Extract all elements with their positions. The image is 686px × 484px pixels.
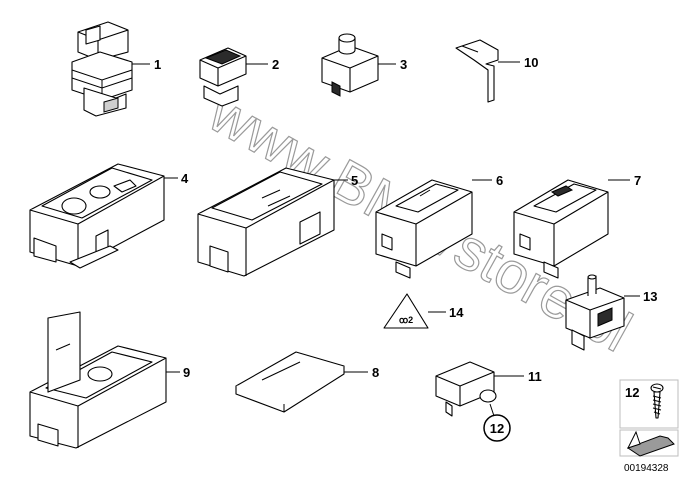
callout-12-circle [483, 414, 511, 442]
part-2-switch-illustration [199, 47, 247, 107]
part-9-switch-illustration [29, 311, 167, 449]
callout-3: 3 [400, 57, 407, 72]
arrow-icon [626, 430, 675, 457]
callout-1: 1 [154, 57, 161, 72]
diagram-code: 00194328 [624, 463, 669, 474]
screw-icon [650, 383, 664, 419]
part-7-switch-illustration [513, 179, 609, 279]
part-14-decal-illustration: ꝏ2 [383, 293, 429, 329]
callout-5: 5 [351, 173, 358, 188]
callout-10: 10 [524, 55, 538, 70]
callout-14: 14 [449, 305, 464, 320]
callout-13: 13 [643, 289, 657, 304]
part-3-push-button-illustration [321, 33, 379, 97]
decal-text: ꝏ2 [399, 315, 413, 325]
part-11-sensor-illustration [435, 361, 497, 417]
part-4-switch-block-illustration [29, 163, 165, 269]
part-13-push-switch-illustration [565, 274, 625, 351]
part-10-bracket-illustration [455, 39, 499, 103]
part-8-pad-illustration [235, 351, 345, 413]
part-5-switch-block-illustration [197, 167, 335, 277]
legend-label-12: 12 [625, 385, 639, 400]
part-6-switch-illustration [375, 179, 473, 279]
callout-11: 11 [528, 369, 542, 384]
callout-12: 12 [490, 421, 504, 436]
callout-9: 9 [183, 365, 190, 380]
callout-2: 2 [272, 57, 279, 72]
callout-6: 6 [496, 173, 503, 188]
callout-8: 8 [372, 365, 379, 380]
legend-box: 12 [619, 379, 679, 457]
part-1-switch-illustration [71, 21, 133, 117]
callout-7: 7 [634, 173, 641, 188]
callout-4: 4 [181, 171, 189, 186]
